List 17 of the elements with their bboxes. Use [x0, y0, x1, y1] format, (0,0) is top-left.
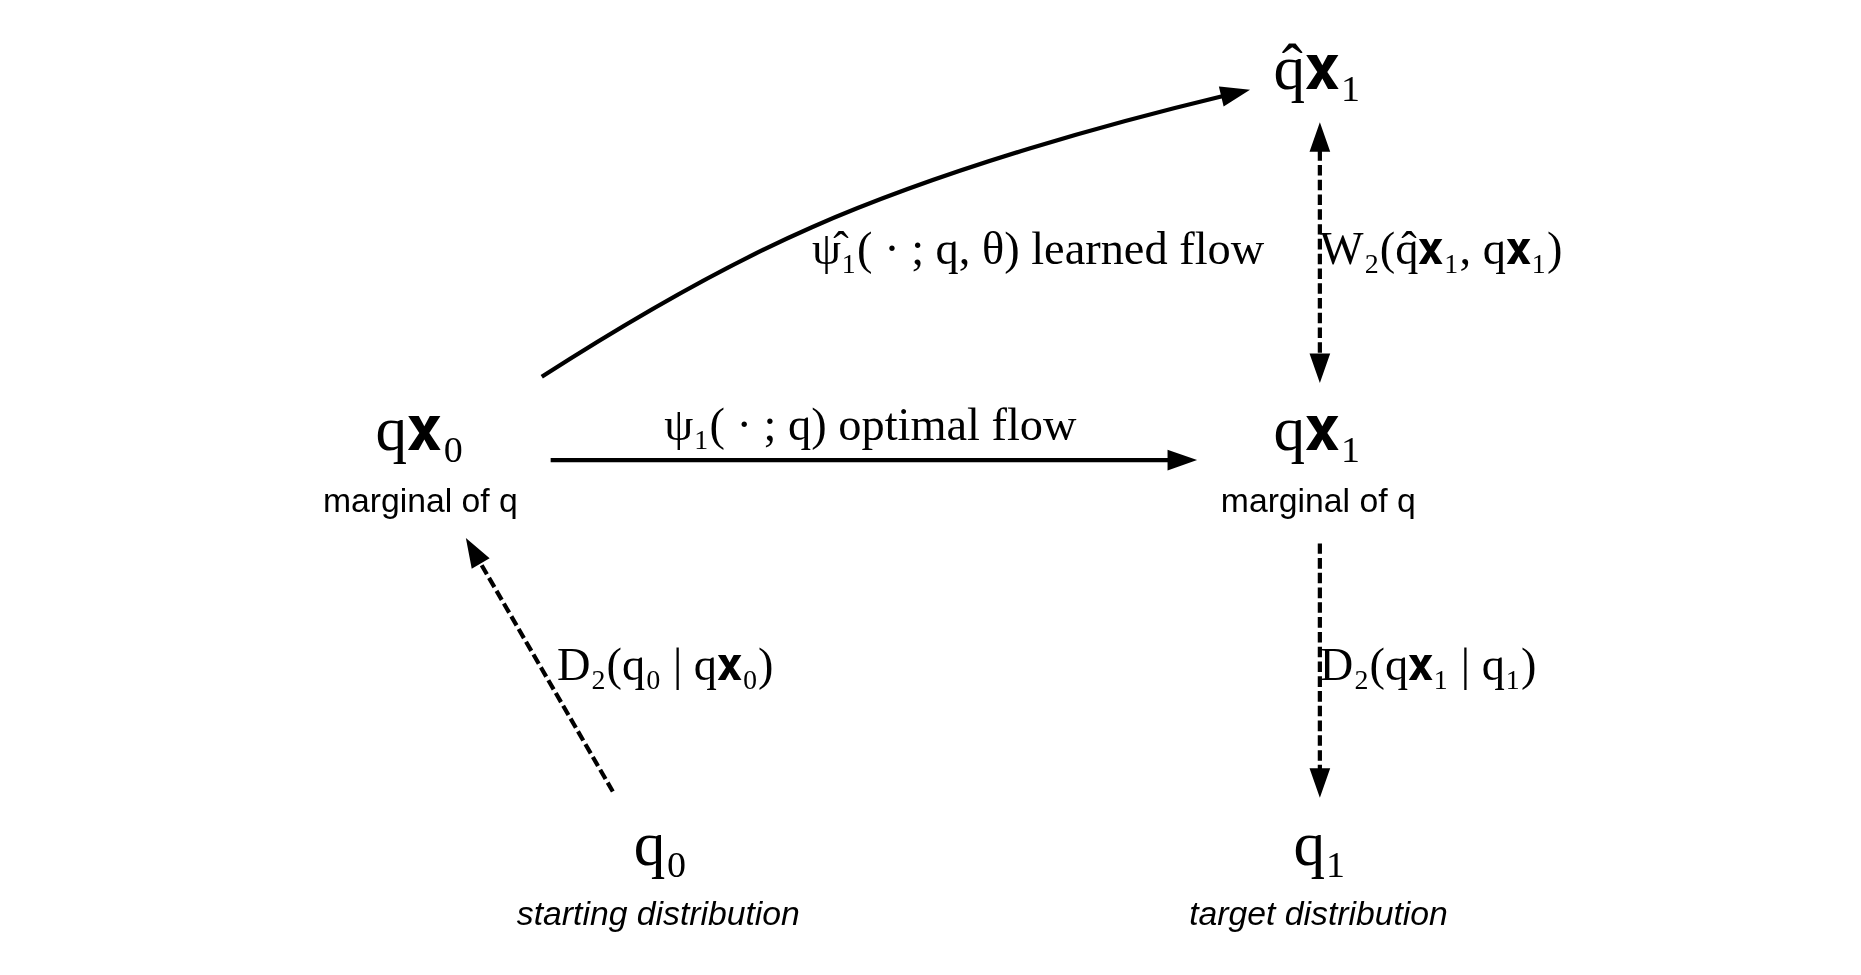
edge-label: ψ̂₁( · ; q, θ) learned flow — [811, 223, 1264, 275]
edge-label: W₂(q̂𝐱₁, q𝐱₁) — [1319, 223, 1563, 275]
node-label: target distribution — [1188, 894, 1448, 933]
arrow — [540, 86, 1250, 379]
node-text: q𝐱₁ marginal of q — [1220, 393, 1416, 520]
node-text: q̂𝐱₁ — [1273, 33, 1362, 104]
node-text: q𝐱₀ marginal of q — [322, 393, 518, 520]
node-label: starting distribution — [516, 894, 800, 933]
arrow — [465, 537, 615, 793]
node-text: q₀ — [633, 808, 687, 879]
edge-label: D₂(q𝐱₁ | q₁) — [1319, 638, 1537, 690]
edge-label: D₂(q₀ | q𝐱₀) — [556, 638, 774, 690]
arrow — [1309, 122, 1330, 384]
arrow — [550, 449, 1197, 471]
arrow — [1309, 543, 1330, 798]
edge-label: ψ₁( · ; q) optimal flow — [663, 399, 1077, 451]
node-text: q₁ — [1293, 808, 1347, 879]
